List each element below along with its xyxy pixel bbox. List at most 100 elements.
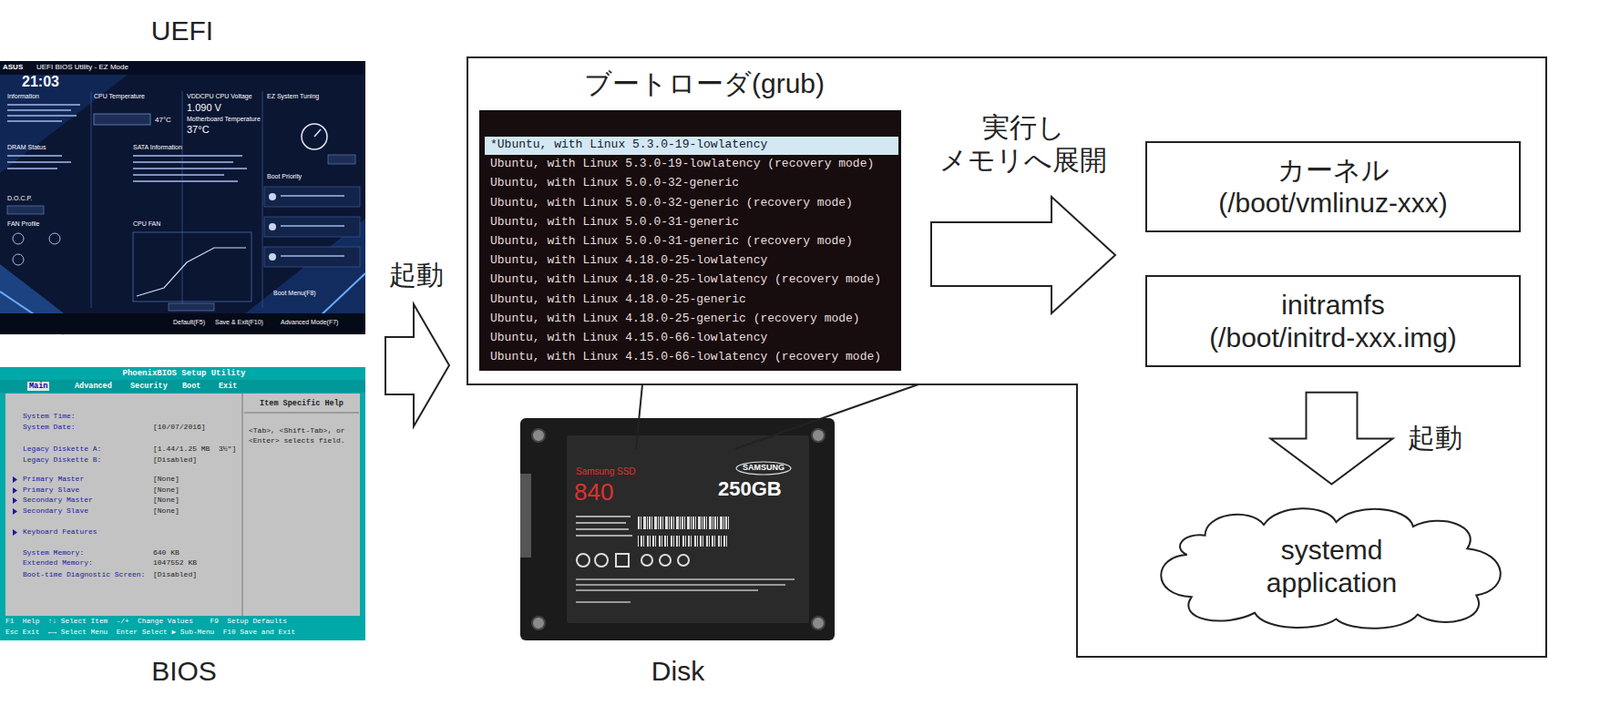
uefi-screenshot-part — [301, 123, 328, 150]
uefi-screenshot-part — [280, 255, 345, 257]
ssd-photo-part — [615, 553, 629, 567]
ssd-photo-part — [811, 429, 825, 442]
screen-text: System Memory: — [22, 548, 84, 558]
bios-screenshot-part — [12, 497, 18, 504]
uefi-screenshot-part — [133, 180, 238, 183]
ssd-photo-part — [575, 515, 631, 518]
uefi-screenshot-part — [264, 186, 360, 207]
uefi-screenshot-part — [49, 233, 61, 245]
cloud-outline — [1150, 500, 1513, 633]
uefi-screenshot-part — [7, 167, 58, 170]
ssd-photo — [520, 418, 835, 641]
uefi-screenshot-part — [133, 174, 225, 176]
box-text: (/boot/initrd-xxx.img) — [1209, 321, 1457, 355]
ssd-photo-part — [575, 589, 759, 592]
screen-text: Boot Menu(F8) — [273, 289, 317, 298]
ssd-photo-part — [641, 554, 653, 566]
bios-screenshot-part — [0, 367, 366, 380]
grub-screenshot-part — [484, 136, 899, 155]
screen-text: F1 Help ↑↓ Select Item -/+ Change Values… — [5, 617, 288, 626]
bios-screenshot-part — [5, 393, 360, 616]
uefi-screenshot-part — [0, 61, 366, 75]
ssd-photo-part — [659, 554, 671, 566]
uefi-screenshot-part — [91, 91, 93, 308]
uefi-screenshot-part — [0, 61, 366, 335]
screen-text: Default(F5) — [173, 318, 206, 327]
screen-text: [None] — [153, 506, 180, 516]
screen-text: Save & Exit(F10) — [215, 318, 264, 327]
ssd-photo-part — [811, 616, 825, 630]
screen-text: Main — [27, 381, 50, 391]
uefi-screenshot-part — [0, 313, 366, 335]
cloud-text: systemd — [1266, 533, 1397, 567]
uefi-screenshot-part — [264, 216, 360, 237]
ssd-photo-part — [532, 616, 545, 630]
uefi-screenshot-part — [7, 120, 62, 123]
screen-text: Secondary Master — [22, 495, 93, 505]
uefi-screenshot-part — [7, 114, 77, 117]
uefi-screenshot-part — [12, 233, 24, 245]
screen-text: Primary Slave — [22, 485, 80, 495]
uefi-screenshot-part — [133, 161, 234, 164]
screen-text: [None] — [153, 474, 180, 484]
grub-screenshot-part — [479, 110, 902, 371]
arrow-label: 実行し メモリへ展開 — [913, 111, 1133, 177]
process-box: initramfs(/boot/initrd-xxx.img) — [1145, 275, 1521, 368]
ssd-photo-part — [736, 461, 791, 475]
ssd-photo-part — [520, 473, 532, 558]
text-group: initramfs(/boot/initrd-xxx.img) — [1209, 288, 1457, 355]
screen-text: Keyboard Features — [22, 527, 98, 537]
screen-text: D.O.C.P. — [7, 194, 32, 203]
cloud-shape: systemdapplication — [1150, 500, 1513, 633]
box-text: (/boot/vmlinuz-xxx) — [1218, 186, 1448, 220]
screen-text: Advanced Mode(F7) — [280, 318, 339, 327]
block-arrow — [1271, 392, 1394, 485]
ssd-photo-part — [576, 553, 590, 567]
uefi-screenshot-part — [7, 103, 81, 106]
uefi-screenshot-part — [7, 109, 72, 112]
uefi-screenshot-part — [280, 194, 345, 197]
uefi-screenshot-part — [264, 246, 360, 267]
ssd-photo-part — [520, 418, 835, 641]
screen-text: <Enter> selects field. — [248, 436, 346, 446]
screen-text: Esc Exit ←→ Select Menu Enter Select ▶ S… — [5, 628, 296, 637]
box-text: initramfs — [1209, 288, 1457, 322]
menu-entry: Ubuntu, with Linux 4.18.0-25-lowlatency … — [490, 272, 882, 288]
screen-text: Boot Priority — [266, 173, 302, 181]
screen-text: DRAM Status — [7, 143, 46, 152]
uefi-screenshot — [0, 61, 366, 335]
bios-screenshot-part — [12, 529, 18, 536]
bios-screenshot-part — [0, 379, 366, 393]
text-group: systemdapplication — [1266, 533, 1397, 600]
uefi-screenshot-part — [268, 253, 277, 261]
region-heading: ブートローダ(grub) — [584, 67, 825, 101]
uefi-screenshot-part — [268, 193, 277, 201]
menu-entry: Ubuntu, with Linux 5.0.0-32-generic (rec… — [490, 195, 853, 211]
screen-text: EZ System Tuning — [266, 92, 319, 101]
screen-text: [None] — [153, 495, 180, 505]
uefi-screenshot-part — [7, 205, 44, 215]
screen-text: [Disabled] — [153, 455, 197, 465]
ssd-photo-part — [575, 528, 629, 531]
menu-entry: Ubuntu, with Linux 5.0.0-31-generic (rec… — [490, 234, 853, 249]
menu-entry: *Ubuntu, with Linux 5.3.0-19-lowlatency — [490, 137, 768, 153]
screen-text: <Tab>, <Shift-Tab>, or — [248, 426, 346, 436]
screen-text: Primary Master — [22, 474, 84, 484]
callout-line-part — [635, 384, 643, 450]
screen-text: CPU Temperature — [93, 92, 145, 101]
menu-entry: Ubuntu, with Linux 4.15.0-66-lowlatency … — [490, 349, 882, 365]
callout-line — [635, 384, 919, 450]
ssd-photo-part — [637, 516, 729, 530]
screen-text: System Date: — [22, 422, 76, 432]
uefi-screenshot-part — [280, 225, 345, 227]
bios-screenshot-part — [244, 412, 359, 414]
uefi-screenshot-part — [12, 254, 24, 266]
screen-text: Security — [130, 381, 168, 391]
screen-text: Secondary Slave — [22, 506, 89, 516]
bios-screenshot-part — [242, 393, 244, 616]
screen-text: Legacy Diskette B: — [22, 455, 102, 465]
box-text: カーネル — [1218, 153, 1448, 187]
screen-text: System Time: — [22, 411, 76, 421]
callout-line-part — [734, 384, 919, 450]
